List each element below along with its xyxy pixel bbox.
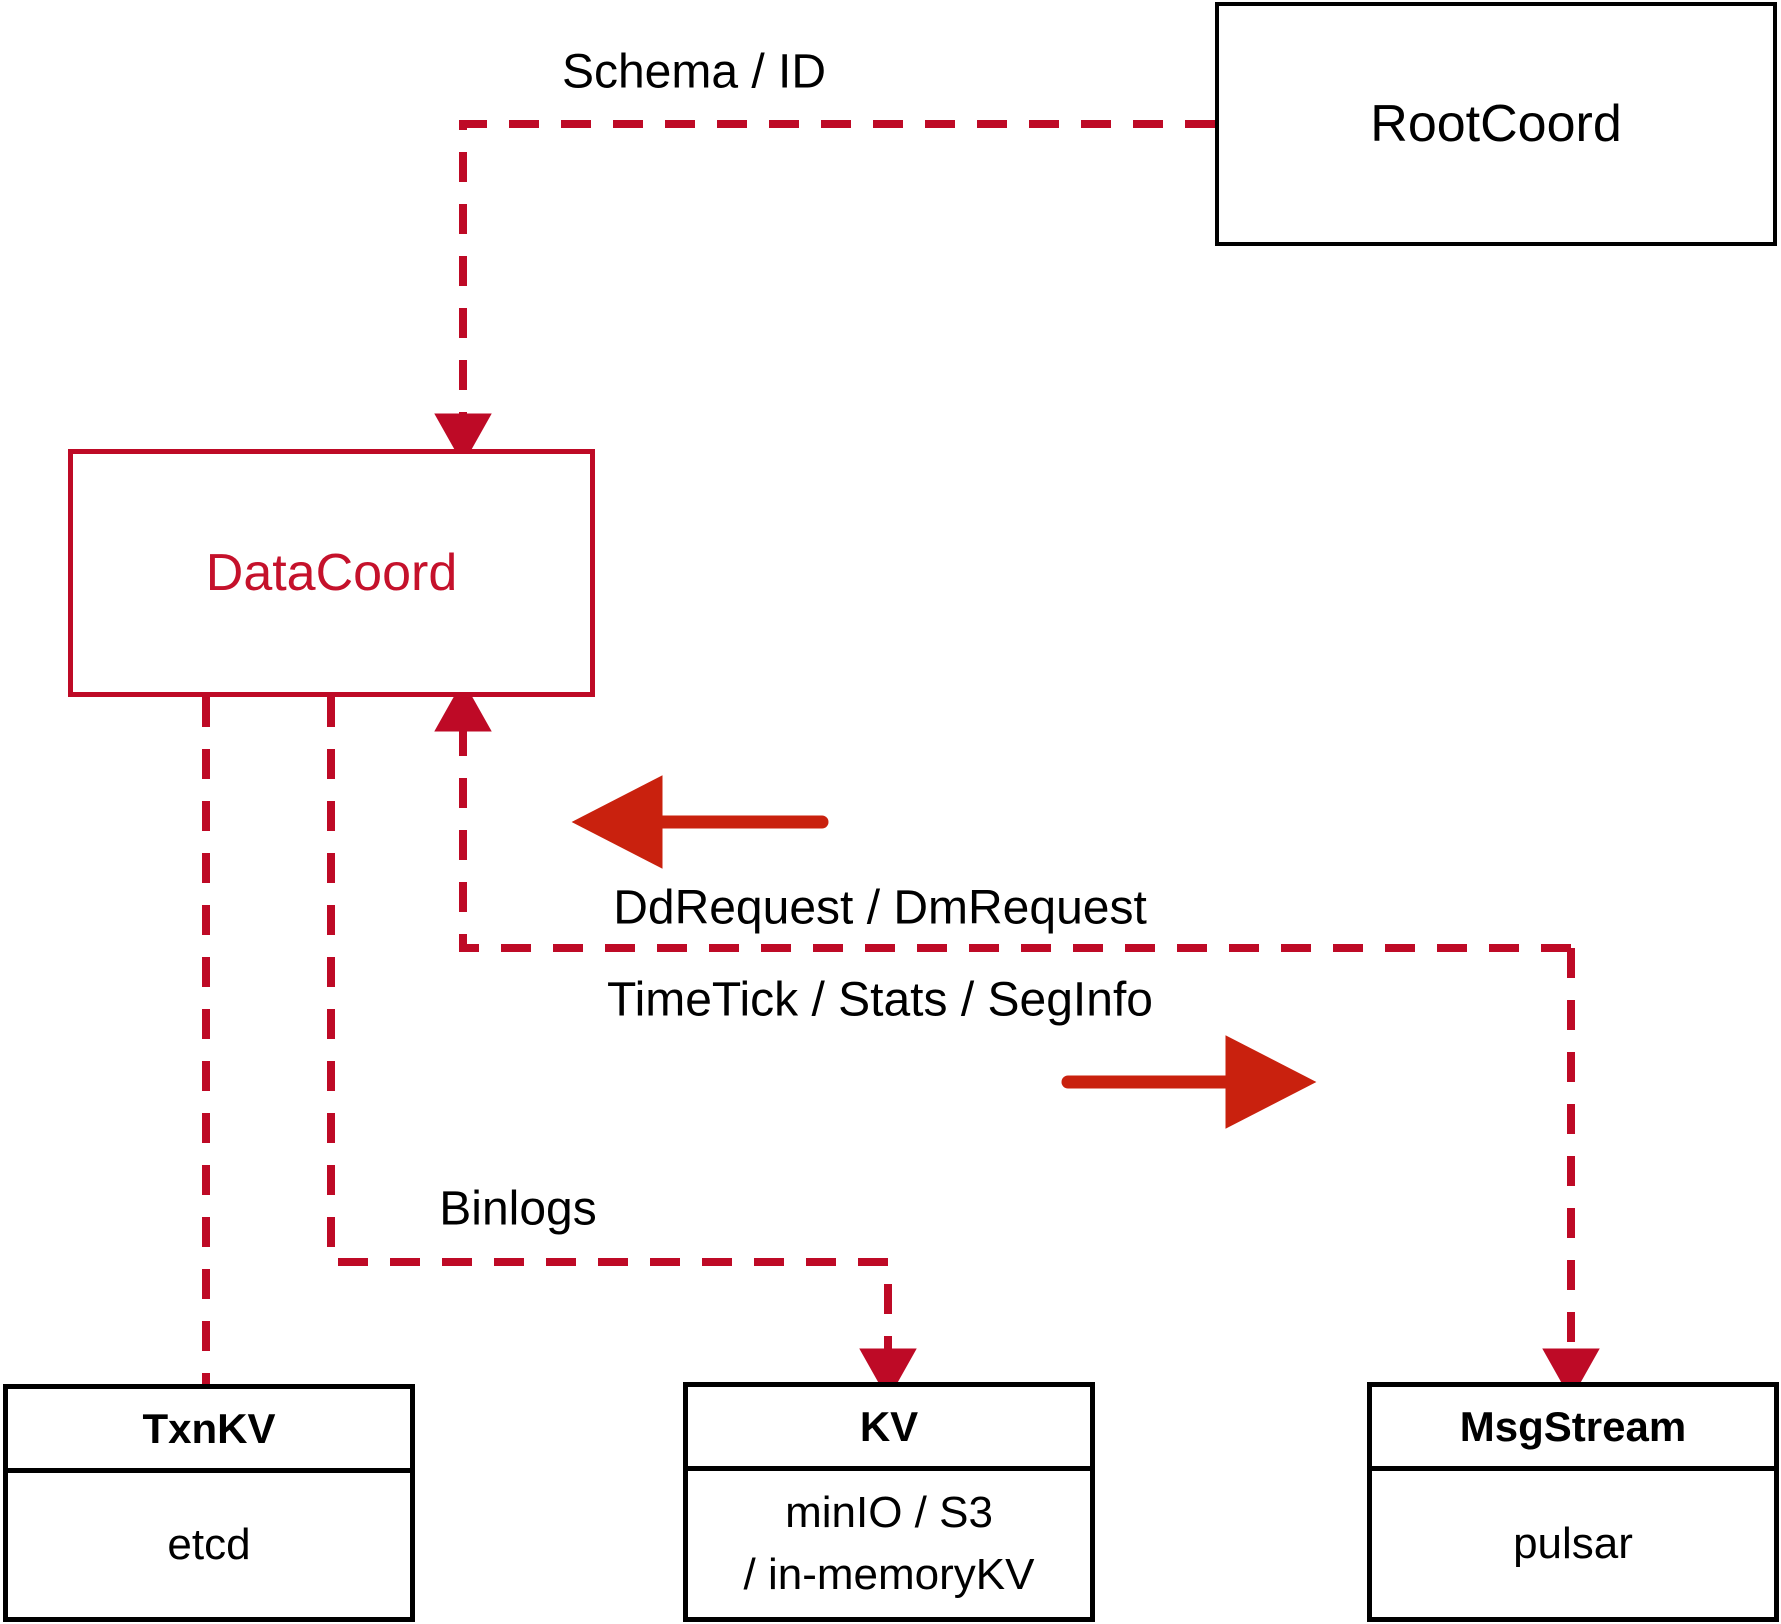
node-kv-body: minIO / S3 / in-memoryKV bbox=[688, 1471, 1090, 1617]
node-txnkv-header: TxnKV bbox=[8, 1389, 410, 1473]
node-kv-body-line: minIO / S3 bbox=[785, 1487, 993, 1537]
node-kv-body-line: / in-memoryKV bbox=[743, 1550, 1035, 1599]
edge-label-schema-id: Schema / ID bbox=[561, 45, 827, 99]
edge-schema-id bbox=[434, 120, 1215, 465]
node-txnkv-body-line: etcd bbox=[167, 1519, 251, 1569]
node-rootcoord[interactable]: RootCoord bbox=[1215, 2, 1777, 246]
node-rootcoord-label: RootCoord bbox=[1370, 95, 1622, 153]
node-msgstream[interactable]: MsgStream pulsar bbox=[1367, 1382, 1779, 1622]
node-msgstream-body: pulsar bbox=[1372, 1471, 1774, 1617]
node-txnkv-body: etcd bbox=[8, 1473, 410, 1617]
edge-label-ddrequest: DdRequest / DmRequest bbox=[613, 881, 1147, 935]
node-kv[interactable]: KV minIO / S3 / in-memoryKV bbox=[683, 1382, 1095, 1622]
node-datacoord-label: DataCoord bbox=[205, 544, 458, 602]
node-txnkv[interactable]: TxnKV etcd bbox=[3, 1384, 415, 1622]
edge-label-binlogs: Binlogs bbox=[439, 1182, 597, 1236]
edge-label-timetick: TimeTick / Stats / SegInfo bbox=[607, 973, 1153, 1027]
node-datacoord[interactable]: DataCoord bbox=[68, 449, 595, 697]
node-kv-header: KV bbox=[688, 1387, 1090, 1471]
node-msgstream-body-line: pulsar bbox=[1513, 1518, 1633, 1568]
node-msgstream-header: MsgStream bbox=[1372, 1387, 1774, 1471]
